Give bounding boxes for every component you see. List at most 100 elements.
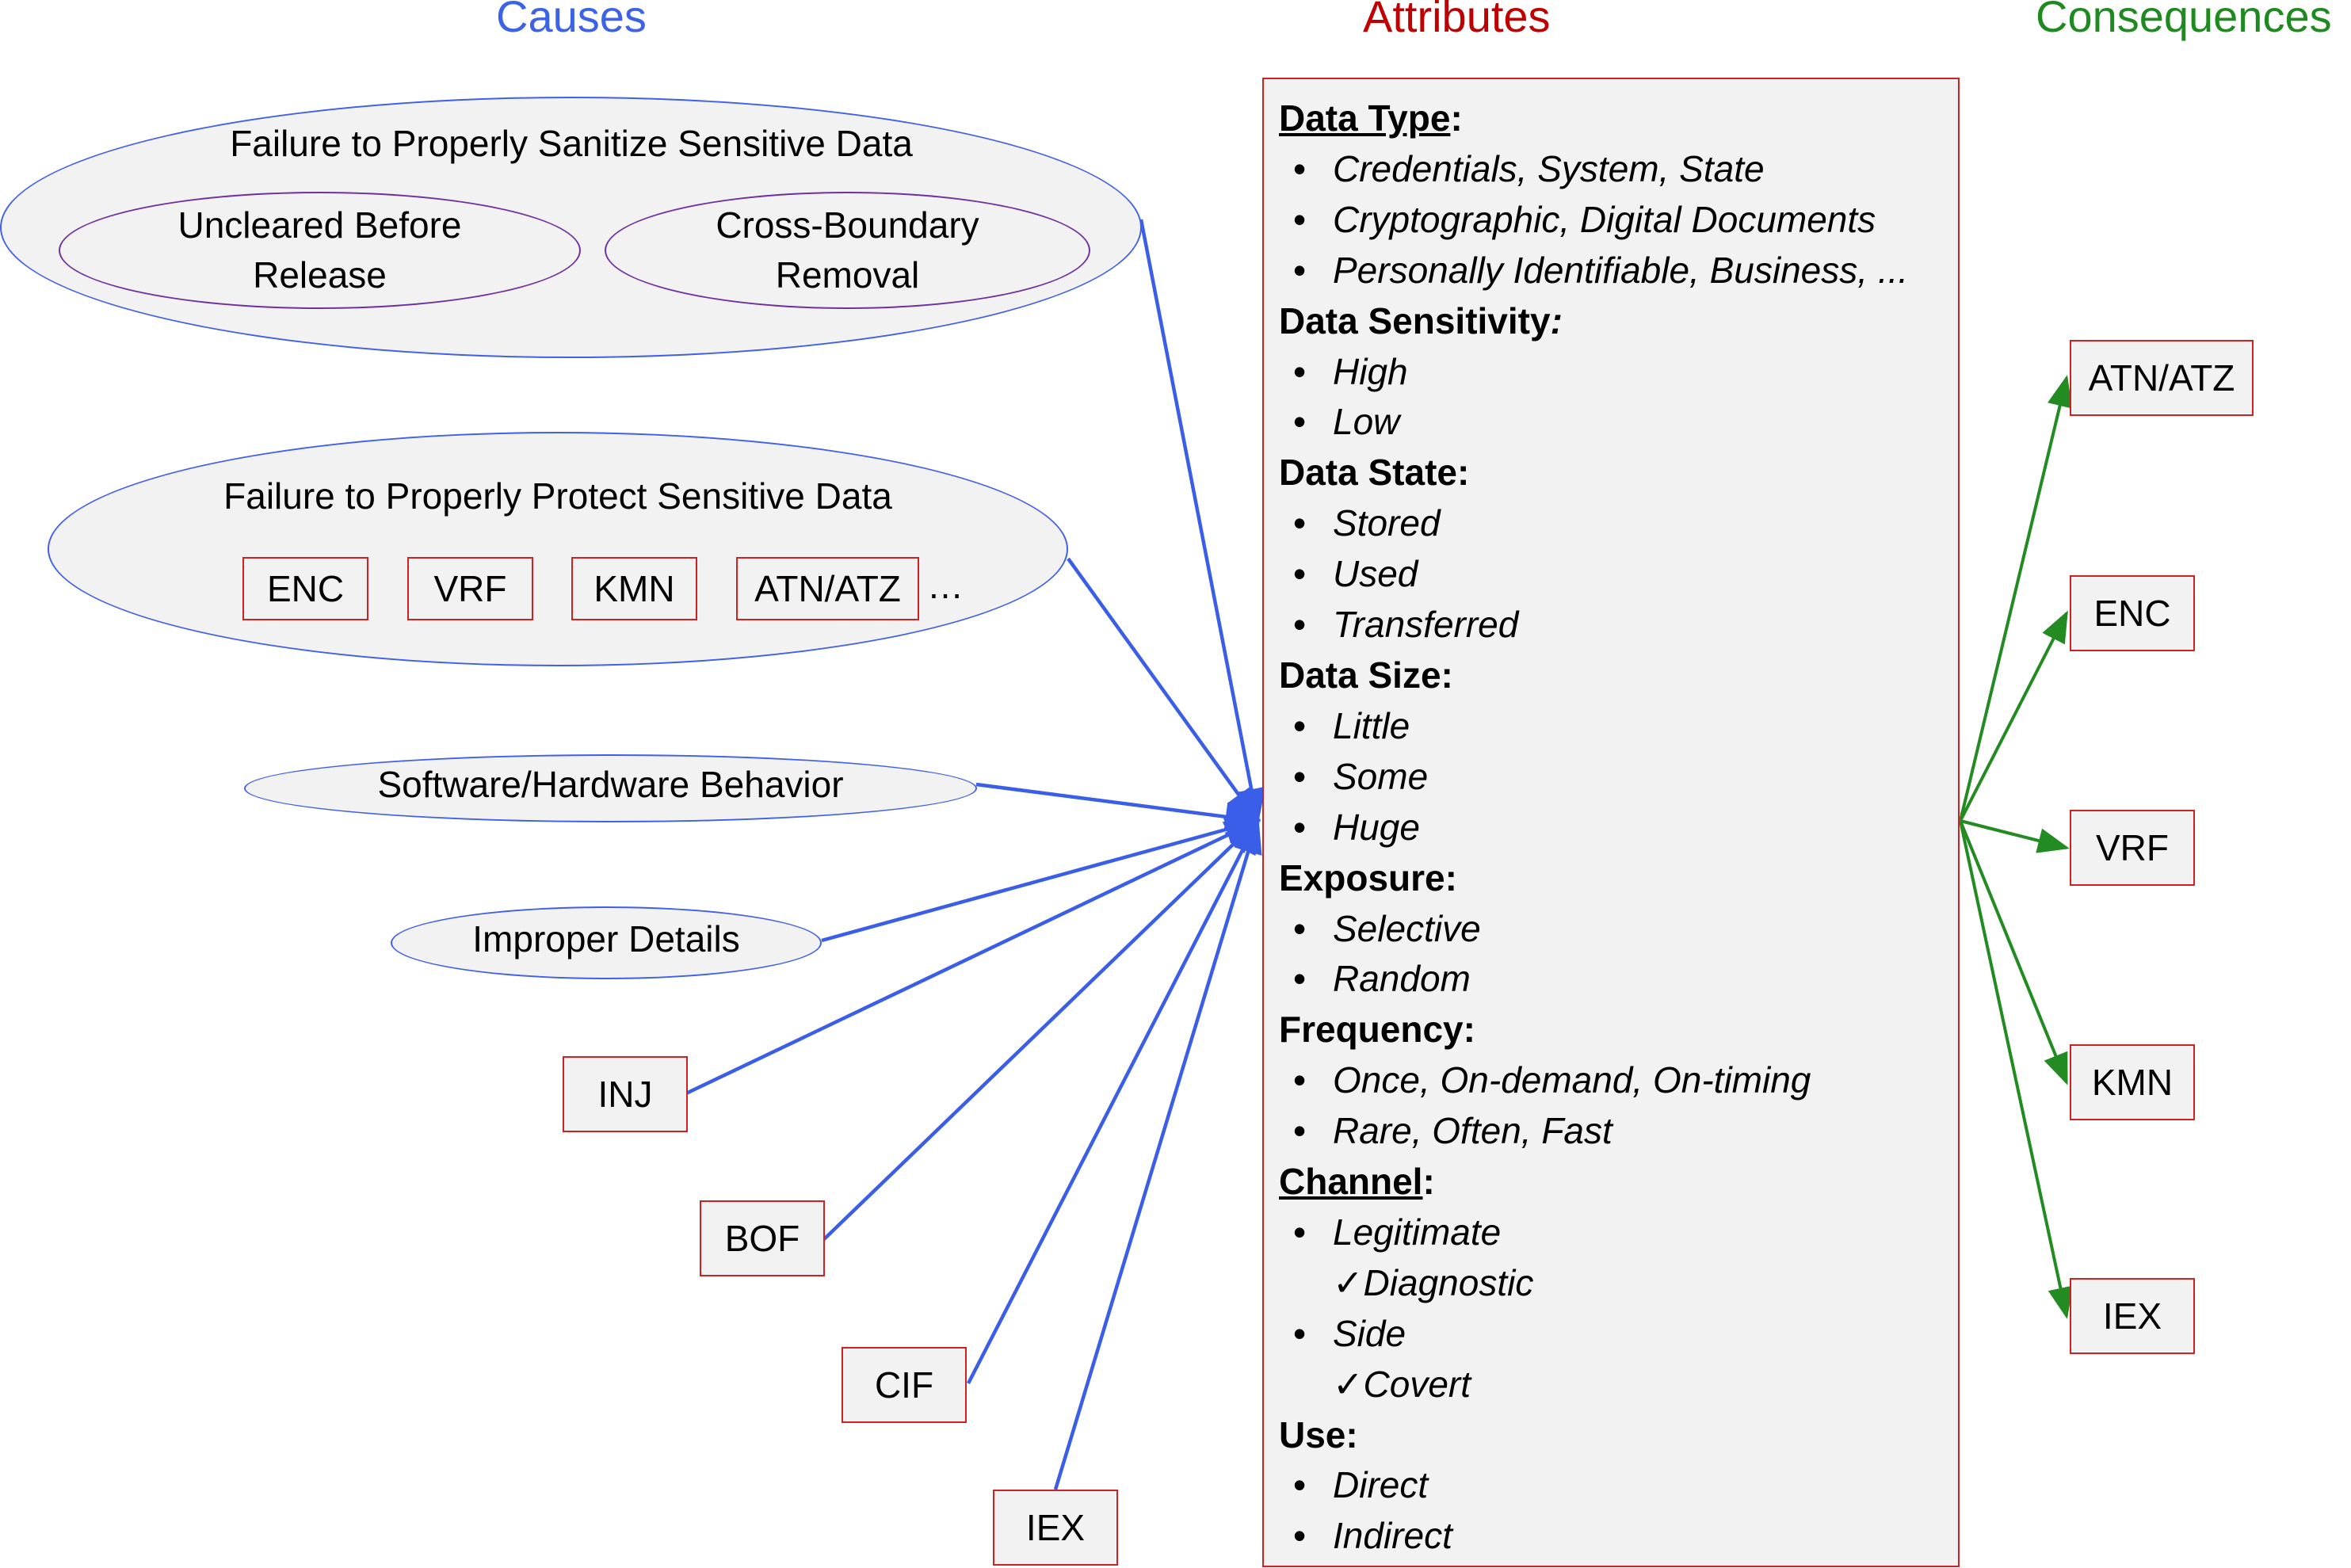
bullet-icon: • — [1293, 1110, 1307, 1152]
consequence-box-atn-atz: ATN/ATZ — [2070, 340, 2254, 416]
bullet-icon: • — [1293, 1059, 1307, 1101]
attribute-section-title: Data Sensitivity: — [1279, 296, 1908, 347]
attribute-item: • Direct — [1279, 1460, 1908, 1511]
sanitize-failure-title: Failure to Properly Sanitize Sensitive D… — [230, 123, 913, 164]
bullet-icon: • — [1293, 350, 1307, 392]
protect-box-vrf: VRF — [407, 557, 533, 620]
bullet-icon: • — [1293, 1211, 1307, 1253]
cross-boundary-removal-label: Cross-Boundary Removal — [605, 200, 1090, 301]
cross-boundary-line1: Cross-Boundary — [716, 204, 979, 246]
attribute-item: •Huge — [1279, 803, 1908, 853]
bullet-icon: • — [1293, 806, 1307, 848]
attribute-item: •Random — [1279, 954, 1908, 1005]
attribute-section-label: Use — [1279, 1413, 1346, 1455]
attribute-item: • Little — [1279, 701, 1908, 752]
bullet-icon: • — [1293, 704, 1307, 746]
attribute-item: •Some — [1279, 752, 1908, 803]
uncleared-line1: Uncleared Before — [177, 204, 462, 246]
bullet-icon: • — [1293, 401, 1307, 443]
protect-more-ellipsis: … — [927, 565, 964, 606]
attribute-section-title: Exposure: — [1279, 853, 1908, 904]
attribute-section-label: Exposure — [1279, 856, 1445, 898]
attribute-section-label: Data Sensitivity — [1279, 299, 1551, 341]
attribute-section-label: Data State — [1279, 452, 1457, 494]
attribute-item-text: Some — [1333, 755, 1429, 797]
attribute-item-text: Cryptographic, Digital Documents — [1333, 198, 1876, 240]
attribute-section-colon: : — [1445, 856, 1457, 898]
consequence-box-iex: IEX — [2070, 1278, 2195, 1354]
attribute-section-title: Data Type: — [1279, 93, 1908, 144]
protect-box-atn-atz: ATN/ATZ — [736, 557, 919, 620]
attribute-section-title: Frequency: — [1279, 1005, 1908, 1055]
attribute-section-colon: : — [1450, 97, 1463, 139]
attribute-item-text: Legitimate — [1333, 1211, 1502, 1253]
attribute-item: • Rare, Often, Fast — [1279, 1106, 1908, 1157]
improper-details-ellipse — [391, 906, 822, 979]
attribute-section-colon: : — [1550, 299, 1563, 341]
uncleared-line2: Release — [253, 254, 387, 296]
consequences-header: Consequences — [2036, 0, 2332, 41]
bullet-icon: • — [1293, 1312, 1307, 1354]
software-hardware-behavior-label: Software/Hardware Behavior — [377, 764, 844, 805]
cause-box-inj: INJ — [563, 1056, 688, 1132]
attribute-item: •Once, On-demand, On-timing — [1279, 1055, 1908, 1106]
arrow-bof-to-attributes — [822, 818, 1261, 1241]
arrow-to-atn-atz — [1959, 375, 2073, 822]
attribute-section-colon: : — [1463, 1009, 1475, 1051]
consequence-box-kmn: KMN — [2070, 1044, 2195, 1120]
attribute-section-label: Data Size — [1279, 654, 1441, 696]
checkmark-icon: ✓ — [1333, 1261, 1364, 1303]
attribute-section-label: Data Type — [1279, 97, 1451, 139]
attribute-item-text: Little — [1333, 704, 1410, 746]
attribute-item: •Low — [1279, 397, 1908, 448]
attribute-item-text: Random — [1333, 958, 1471, 1000]
arrow-to-enc — [1959, 610, 2068, 822]
attribute-item-text: Side — [1333, 1312, 1406, 1354]
arrow-to-kmn — [1959, 820, 2068, 1085]
arrow-behavior-to-attributes — [975, 782, 1261, 831]
attribute-item-text: Direct — [1333, 1464, 1429, 1506]
cause-box-cif: CIF — [842, 1347, 967, 1423]
cross-boundary-line2: Removal — [775, 254, 920, 296]
attributes-list: Data Type: • Credentials, System, State • Cr… — [1279, 93, 1908, 1562]
bullet-icon: • — [1293, 553, 1307, 595]
attribute-item-text: High — [1333, 350, 1408, 392]
arrow-to-vrf — [1960, 819, 2070, 853]
uncleared-before-release-label: Uncleared Before Release — [59, 200, 581, 301]
attribute-item-text: Transferred — [1333, 604, 1519, 646]
attribute-item: • Side — [1279, 1309, 1908, 1360]
software-hardware-behavior-ellipse — [244, 754, 977, 822]
attribute-item-text: Selective — [1333, 907, 1481, 949]
attribute-subitem: ✓Diagnostic — [1279, 1258, 1908, 1309]
arrow-details-to-attributes — [821, 815, 1261, 943]
arrow-protect-to-attributes — [1067, 557, 1260, 824]
consequence-box-enc: ENC — [2070, 575, 2195, 651]
bullet-icon: • — [1293, 1464, 1307, 1506]
attribute-section-title: Data State: — [1279, 448, 1908, 498]
attribute-item-text: Indirect — [1333, 1515, 1452, 1557]
attribute-item: •Indirect — [1279, 1511, 1908, 1562]
consequence-box-vrf: VRF — [2070, 810, 2195, 886]
attribute-item-text: Stored — [1333, 502, 1441, 544]
attribute-item: •Used — [1279, 549, 1908, 600]
protect-box-kmn: KMN — [571, 557, 697, 620]
attribute-section-title: Channel: — [1279, 1157, 1908, 1207]
checkmark-icon: ✓ — [1333, 1363, 1364, 1405]
attribute-item: • Selective — [1279, 904, 1908, 955]
bullet-icon: • — [1293, 907, 1307, 949]
attribute-item: • High — [1279, 347, 1908, 398]
attributes-panel — [1262, 78, 1960, 1567]
attribute-item-text: Credentials, System, State — [1333, 147, 1765, 189]
improper-details-label: Improper Details — [472, 918, 740, 959]
attribute-item-text: Rare, Often, Fast — [1333, 1110, 1612, 1152]
attribute-section-title: Use: — [1279, 1410, 1908, 1461]
arrow-cif-to-attributes — [966, 817, 1260, 1385]
bullet-icon: • — [1293, 502, 1307, 544]
cause-box-bof: BOF — [700, 1200, 825, 1276]
uncleared-before-release-ellipse — [59, 192, 581, 309]
attribute-section-title: Data Size: — [1279, 650, 1908, 701]
attribute-section-colon: : — [1456, 452, 1470, 494]
bullet-icon: • — [1293, 604, 1307, 646]
